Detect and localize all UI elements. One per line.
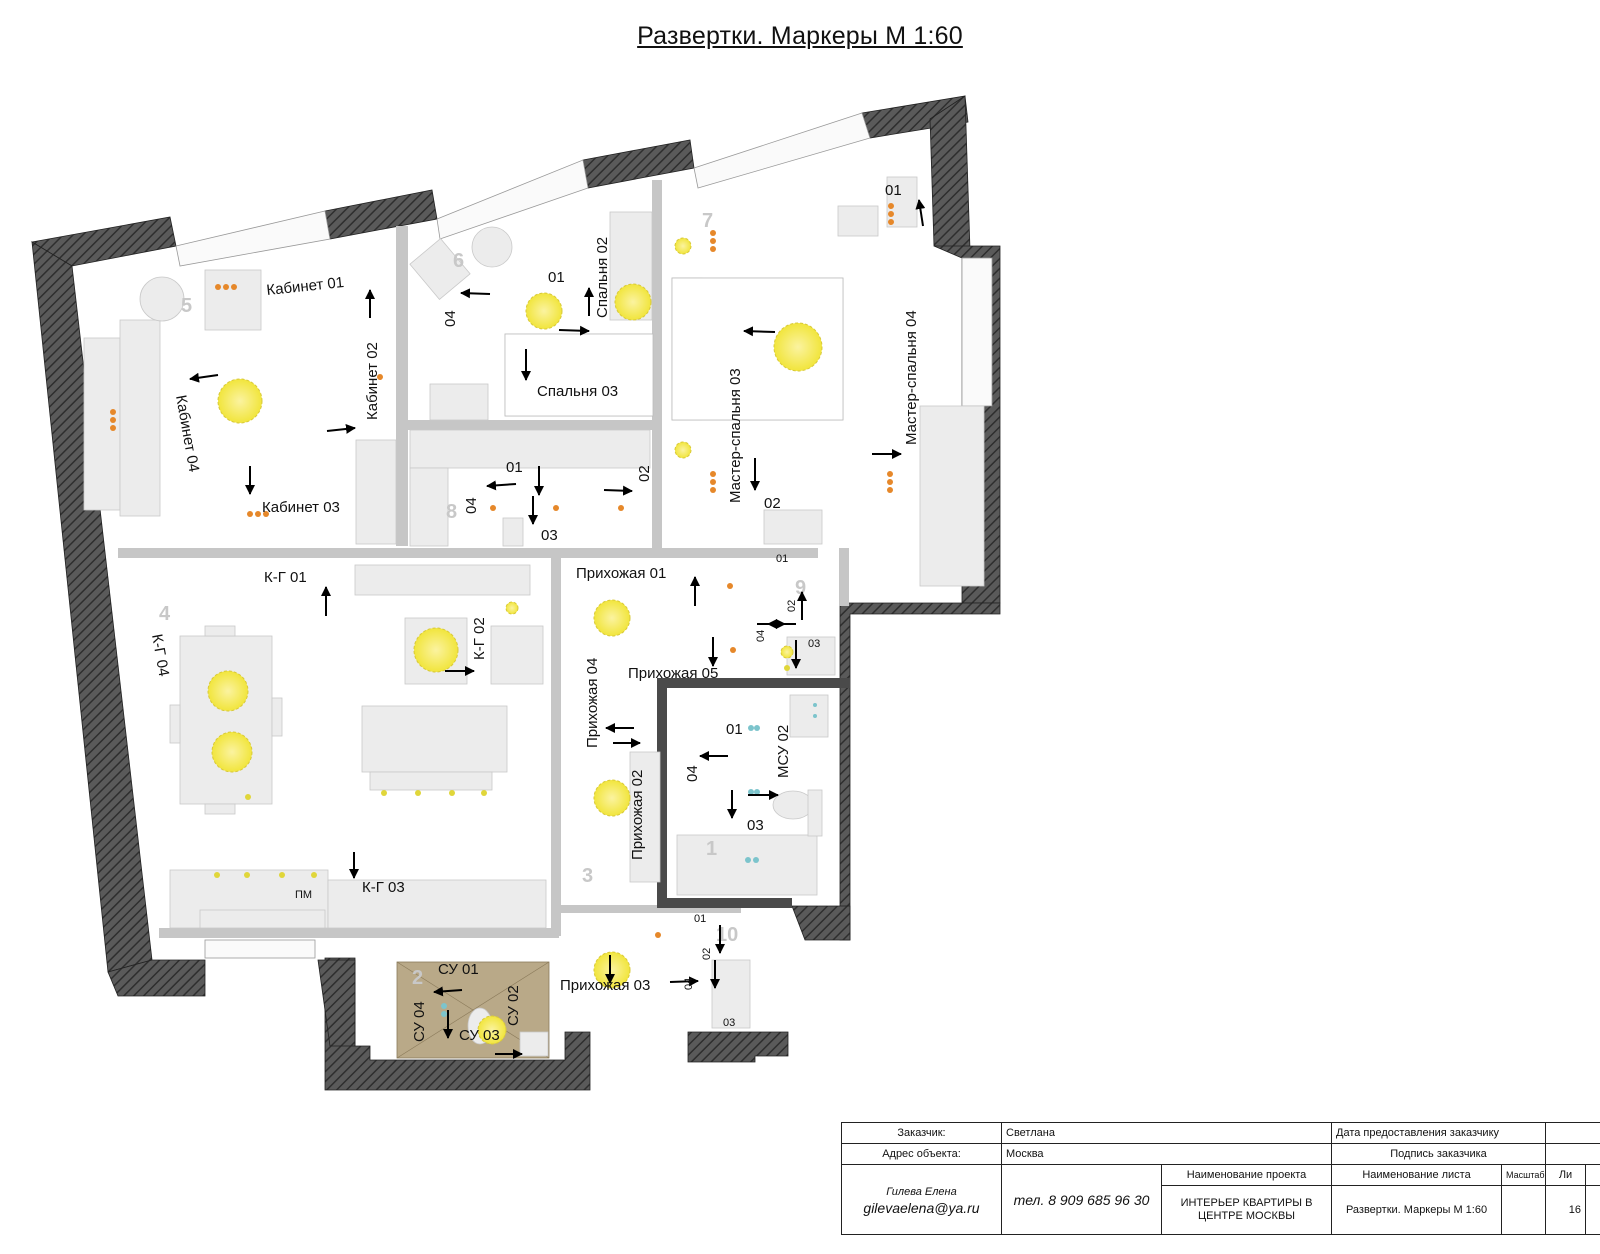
- marker-label: К-Г 02: [471, 617, 488, 660]
- marker-label: Мастер-спальня 04: [903, 310, 920, 445]
- room-number: 5: [181, 295, 192, 317]
- signature-label: Подпись заказчика: [1331, 1143, 1547, 1165]
- room-number: 9: [795, 577, 806, 599]
- marker-label: Спальня 02: [594, 237, 611, 318]
- ceiling-lamps: [207, 237, 823, 1045]
- scale-label: Масштаб: [1501, 1164, 1547, 1186]
- windows: [175, 112, 993, 959]
- room-number: 3: [582, 865, 593, 887]
- marker-label: Прихожая 05: [628, 665, 718, 682]
- marker-label: Кабинет 02: [364, 342, 381, 420]
- cabinet-lights: [214, 665, 790, 878]
- view-arrows: [189, 199, 926, 1059]
- marker-label: 04: [683, 978, 695, 990]
- marker-label: Прихожая 01: [576, 565, 666, 582]
- room-number: 8: [446, 501, 457, 523]
- sheet-name-label: Наименование листа: [1331, 1164, 1503, 1186]
- project-name: ИНТЕРЬЕР КВАРТИРЫ В ЦЕНТРЕ МОСКВЫ: [1160, 1185, 1333, 1235]
- room-number: 4: [159, 603, 171, 625]
- title-block: Заказчик: Светлана Дата предоставления з…: [841, 1122, 1600, 1235]
- marker-label: Прихожая 04: [584, 658, 601, 748]
- marker-label: 03: [723, 1017, 735, 1029]
- marker-label: 01: [506, 459, 523, 476]
- wall-spots: [110, 203, 894, 938]
- page-title: Развертки. Маркеры М 1:60: [637, 22, 963, 50]
- sheet-label: Ли: [1545, 1164, 1587, 1186]
- bathroom-walls: [657, 678, 850, 908]
- customer-value: Светлана: [1000, 1122, 1333, 1144]
- marker-label: СУ 03: [459, 1027, 500, 1044]
- room-number: 1: [706, 838, 717, 860]
- author-email: gilevaelena@ya.ru: [863, 1199, 980, 1216]
- date-label: Дата предоставления заказчику: [1331, 1122, 1547, 1144]
- room-number: 2: [412, 967, 423, 989]
- marker-label: 04: [442, 310, 459, 327]
- marker-label: Кабинет 03: [262, 499, 340, 516]
- author-name: Гилева Елена: [886, 1185, 957, 1198]
- author-cell: Гилева Елена gilevaelena@ya.ru: [841, 1164, 1002, 1235]
- project-name-label: Наименование проекта: [1160, 1164, 1333, 1186]
- room-numbers: 1 2 3 4 5 6 7 8 9 10: [159, 210, 806, 989]
- marker-label: 04: [755, 630, 767, 642]
- marker-label: 01: [694, 913, 706, 925]
- interior-partitions: [118, 180, 849, 938]
- marker-label: МСУ 02: [775, 725, 792, 778]
- marker-label: 02: [636, 465, 653, 482]
- marker-label: 03: [808, 638, 820, 650]
- marker-label: К-Г 03: [362, 879, 405, 896]
- sheet-name: Развертки. Маркеры М 1:60: [1331, 1185, 1503, 1235]
- room-number: 7: [702, 210, 713, 232]
- marker-label: Прихожая 03: [560, 977, 650, 994]
- marker-label: 03: [541, 527, 558, 544]
- phone: тел. 8 909 685 96 30: [1001, 1164, 1162, 1235]
- room-number: 6: [453, 250, 464, 272]
- room-number: 10: [716, 924, 738, 946]
- address-value: Москва: [1000, 1143, 1333, 1165]
- marker-label: 04: [684, 765, 701, 782]
- marker-label: 01: [548, 269, 565, 286]
- marker-label: СУ 04: [411, 1001, 428, 1042]
- appliance-label: ПМ: [295, 889, 312, 901]
- marker-label: Мастер-спальня 03: [727, 368, 744, 503]
- marker-label: СУ 01: [438, 961, 479, 978]
- address-label: Адрес объекта:: [841, 1143, 1002, 1165]
- marker-label: К-Г 01: [264, 569, 307, 586]
- marker-label: 04: [463, 497, 480, 514]
- marker-label: Прихожая 02: [629, 770, 646, 860]
- marker-label: 01: [726, 721, 743, 738]
- customer-label: Заказчик:: [841, 1122, 1002, 1144]
- marker-label: 03: [747, 817, 764, 834]
- sheet-number: 16: [1545, 1185, 1587, 1235]
- marker-label: 01: [776, 553, 788, 565]
- marker-label: 02: [786, 600, 798, 612]
- marker-label: 02: [764, 495, 781, 512]
- marker-label: 02: [701, 948, 713, 960]
- marker-label: 01: [885, 182, 902, 199]
- water-fixtures: [441, 703, 817, 1017]
- marker-label: СУ 02: [505, 985, 522, 1026]
- floor-plan: 1 2 3 4 5 6 7 8 9 10: [30, 95, 1001, 1091]
- marker-label: Спальня 03: [537, 383, 618, 400]
